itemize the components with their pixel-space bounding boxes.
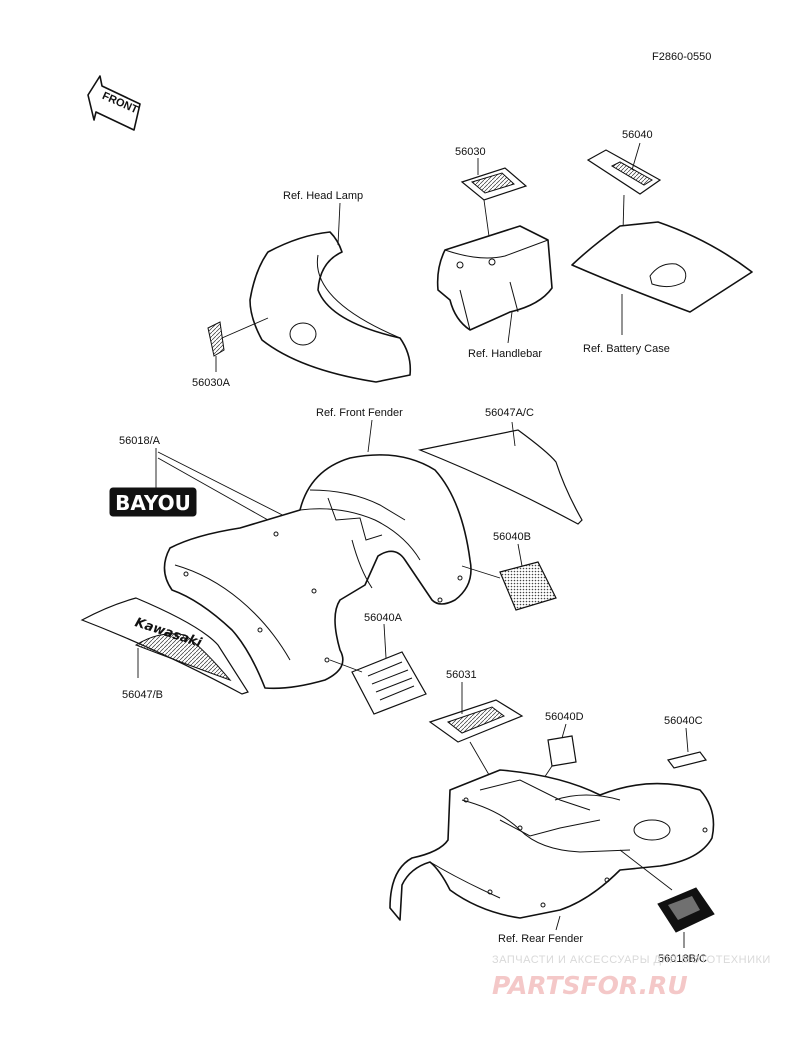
decal-56018bc xyxy=(657,887,715,948)
label-ref-rear-fender: Ref. Rear Fender xyxy=(498,933,583,945)
decal-56040 xyxy=(586,142,662,269)
label-56040c: 56040C xyxy=(664,715,703,727)
decal-56047b: Kawasaki xyxy=(80,597,249,695)
decal-56040a xyxy=(329,623,427,715)
rear-fender xyxy=(389,769,715,931)
label-56047b: 56047/B xyxy=(122,689,163,701)
front-fender xyxy=(163,454,472,690)
decal-56031 xyxy=(428,682,524,781)
label-56018bc: 56018B/C xyxy=(658,953,707,965)
label-56031: 56031 xyxy=(446,669,477,681)
label-56030a: 56030A xyxy=(192,377,231,389)
decal-56047ac xyxy=(417,421,583,525)
label-ref-front-fender: Ref. Front Fender xyxy=(316,407,403,419)
decal-56018a: BAYOU xyxy=(109,451,313,531)
watermark-logo: PARTSFOR.RU xyxy=(492,971,688,1000)
diagram-code: F2860-0550 xyxy=(652,51,711,63)
label-ref-head-lamp: Ref. Head Lamp xyxy=(283,190,363,202)
label-ref-battery-case: Ref. Battery Case xyxy=(583,343,670,355)
label-56040b: 56040B xyxy=(493,531,531,543)
label-ref-handlebar: Ref. Handlebar xyxy=(468,348,542,360)
label-56018a: 56018/A xyxy=(119,435,161,447)
front-arrow-icon: FRONT xyxy=(87,75,141,131)
label-56040d: 56040D xyxy=(545,711,584,723)
label-56047ac: 56047A/C xyxy=(485,407,534,419)
battery-case xyxy=(571,221,753,335)
decal-56030a xyxy=(207,317,269,372)
bayou-decal-text: BAYOU xyxy=(115,491,191,515)
decal-56040d xyxy=(539,723,577,785)
decal-56040c xyxy=(666,727,708,769)
label-56030: 56030 xyxy=(455,146,486,158)
handlebar-cover xyxy=(436,225,553,344)
label-56040a: 56040A xyxy=(364,612,403,624)
watermark-text: ЗАПЧАСТИ И АКСЕССУАРЫ ДЛЯ МОТОТЕХНИКИ xyxy=(492,954,771,966)
label-56040: 56040 xyxy=(622,129,653,141)
decal-56040b xyxy=(461,543,557,611)
head-lamp-cover xyxy=(249,202,412,383)
